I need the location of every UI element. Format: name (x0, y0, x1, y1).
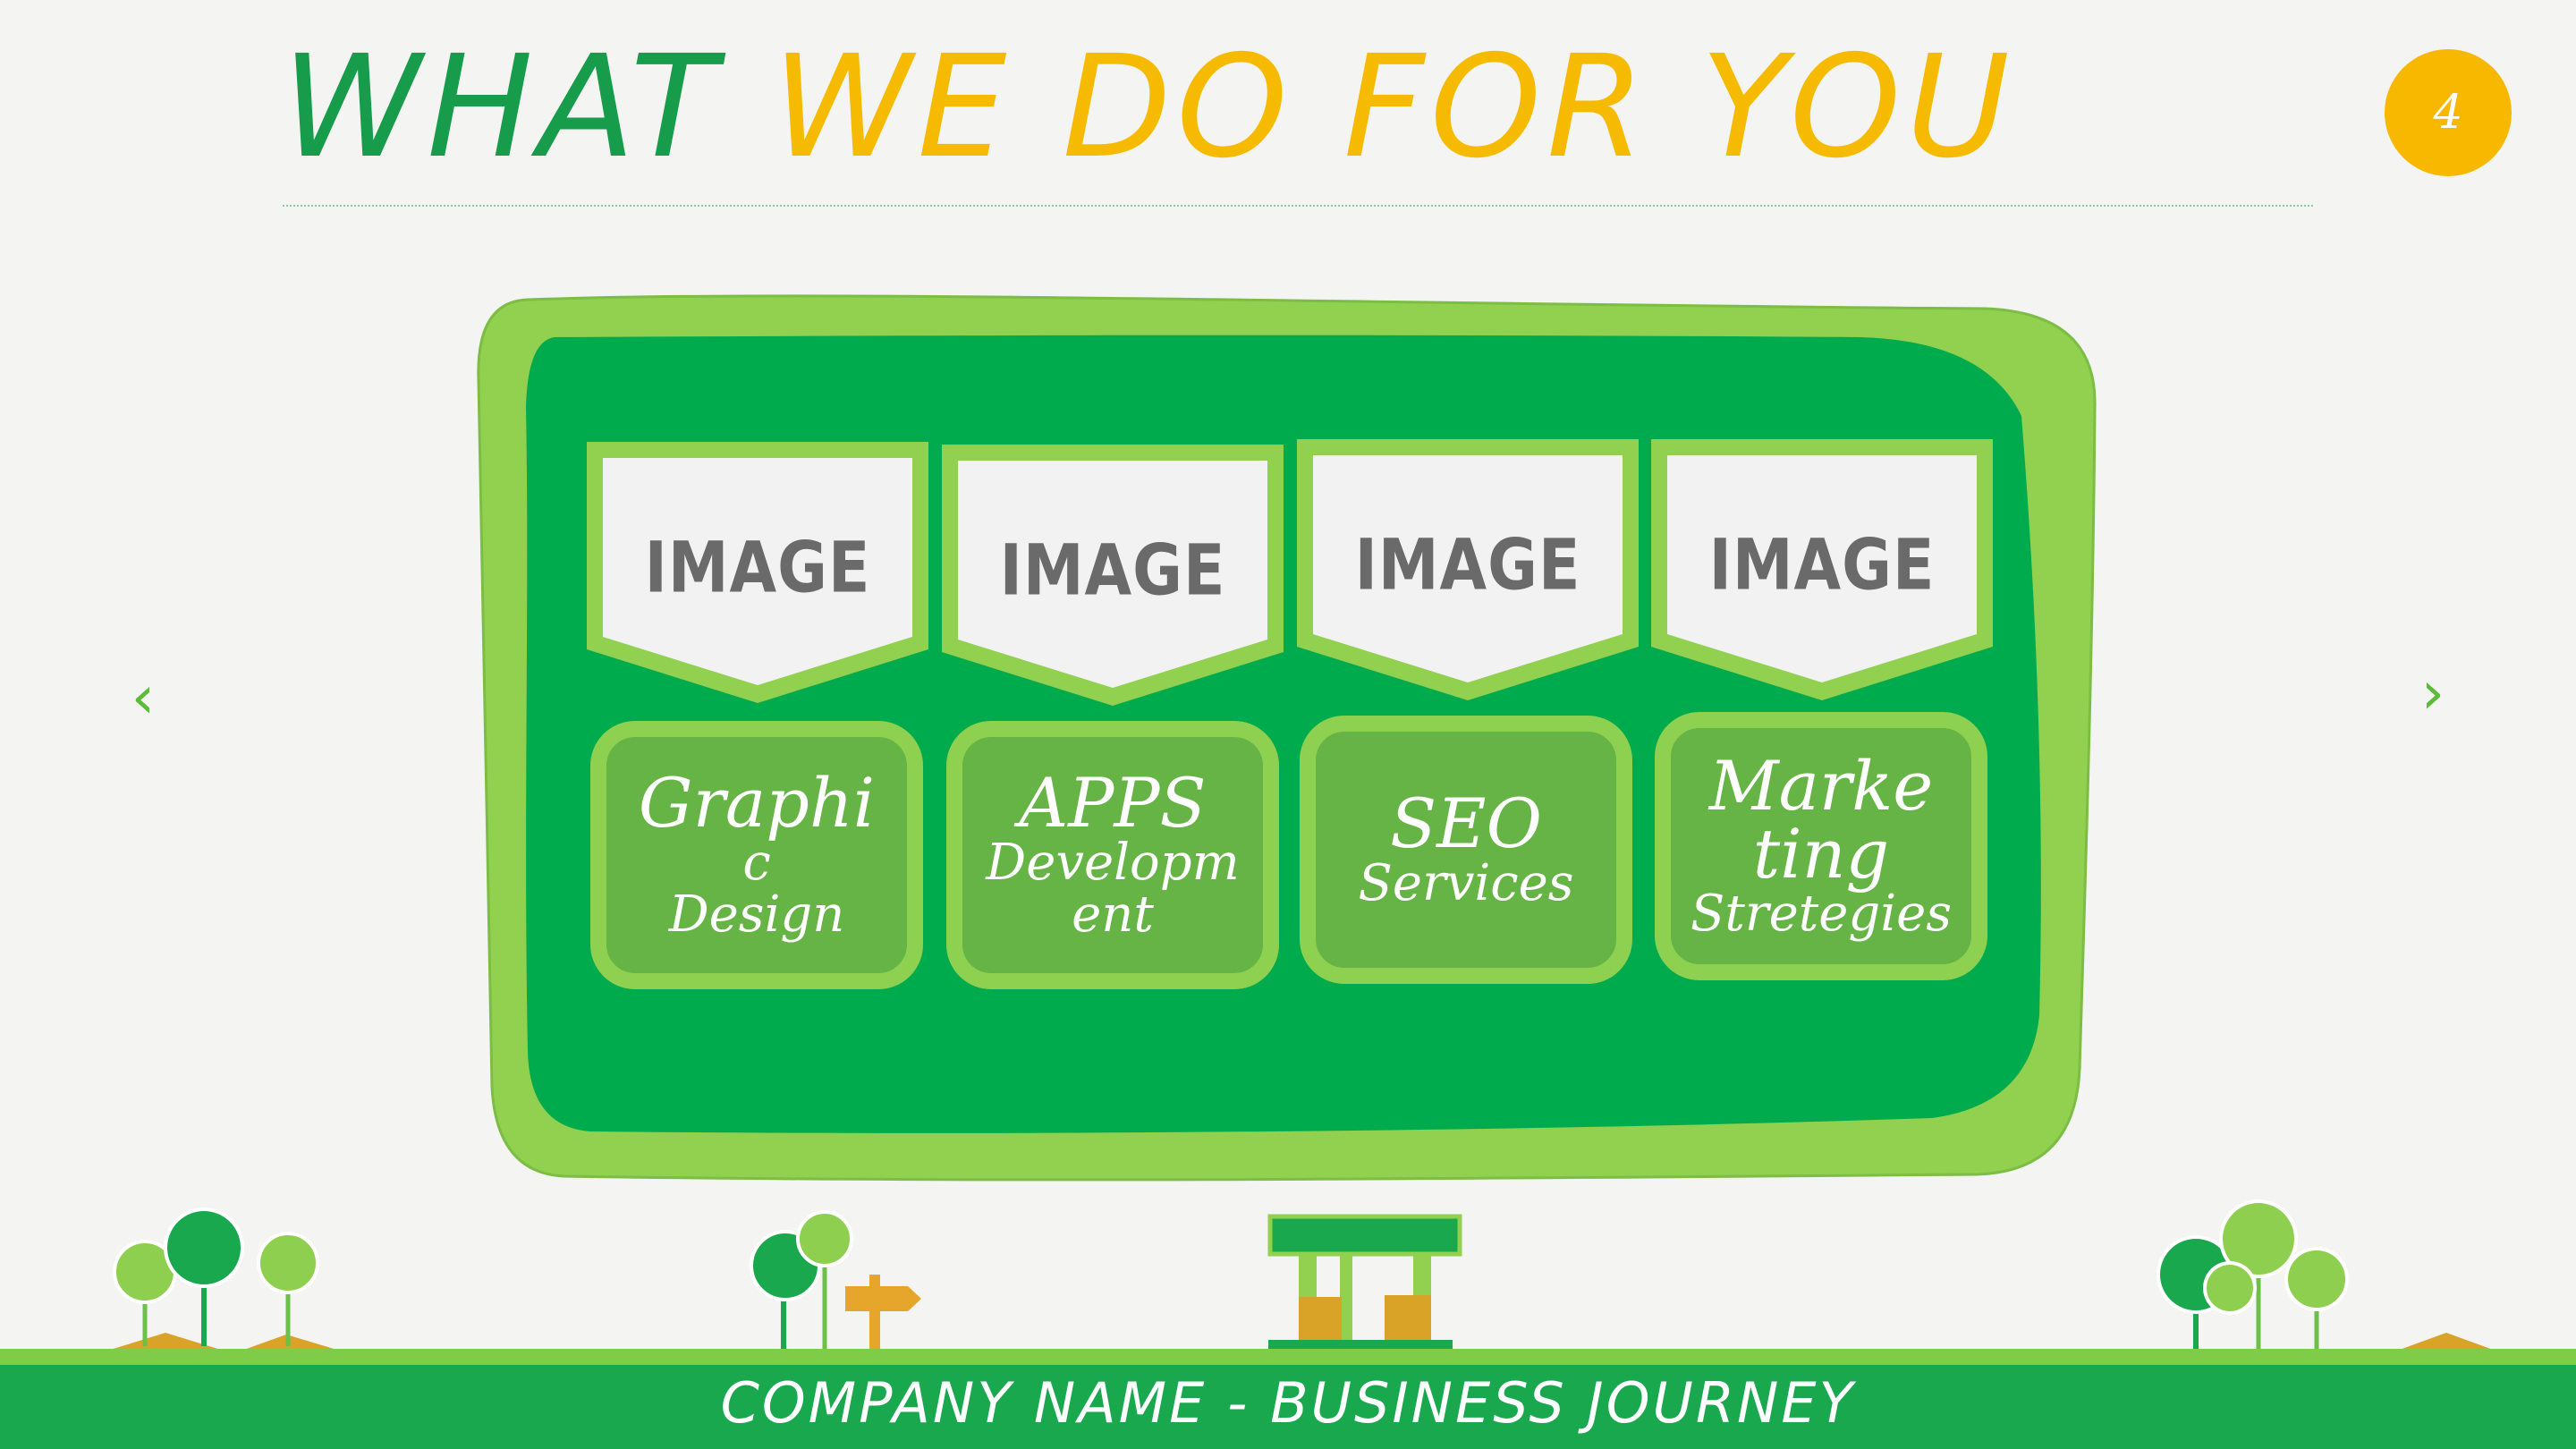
footer-bar (0, 1351, 2576, 1449)
service-seo: SEO Services (1300, 716, 1632, 984)
service-subtitle: Stretegies (1690, 885, 1953, 943)
previous-slide-button[interactable]: ‹ (131, 663, 156, 732)
next-slide-button[interactable]: › (2420, 658, 2445, 727)
image-label-3: IMAGE (1354, 525, 1581, 606)
card-3: IMAGE (1293, 436, 1642, 708)
service-title-cont: ting (1752, 814, 1890, 894)
page-title: WHAT WE DO FOR YOU (282, 22, 2339, 192)
service-title: Marke (1708, 746, 1934, 826)
service-subtitle-cont: ent (1072, 886, 1154, 944)
service-title: APPS (1019, 763, 1207, 843)
image-placeholder-2 (942, 445, 1284, 706)
service-title-cont: c (742, 834, 771, 892)
service-title: SEO (1390, 784, 1542, 863)
card-2: IMAGE (938, 441, 1287, 713)
image-label-4: IMAGE (1708, 525, 1936, 606)
footer-company-text: COMPANY NAME - BUSINESS JOURNEY (720, 1370, 1856, 1436)
tree-group-left (107, 1208, 340, 1351)
title-divider (283, 205, 2313, 207)
service-subtitle: Services (1358, 854, 1574, 912)
service-title: Graphi (638, 763, 876, 843)
image-placeholder-4 (1651, 439, 1993, 700)
tree-group-signpost (750, 1210, 921, 1351)
image-label-2: IMAGE (999, 530, 1226, 612)
service-graphic-design: Graphi c Design (590, 721, 923, 989)
image-label-1: IMAGE (644, 528, 871, 609)
card-4: IMAGE (1648, 436, 1996, 708)
image-placeholder-3 (1297, 439, 1639, 700)
service-apps-development: APPS Developm ent (946, 721, 1279, 989)
service-marketing: Marke ting Stretegies (1655, 712, 1987, 980)
image-placeholder-1 (587, 442, 928, 703)
title-part-what: WHAT (282, 25, 773, 190)
title-part-we-do-for-you: WE DO FOR YOU (772, 25, 2015, 190)
footer-scenery (107, 1199, 2496, 1351)
footer-top-strip (0, 1349, 2576, 1365)
tree-group-right (2157, 1199, 2496, 1351)
card-1: IMAGE (583, 438, 932, 710)
page-number-badge: 4 (2385, 49, 2512, 176)
service-subtitle: Developm (986, 834, 1240, 892)
station-building (1267, 1214, 1462, 1351)
service-subtitle: Design (668, 886, 845, 944)
